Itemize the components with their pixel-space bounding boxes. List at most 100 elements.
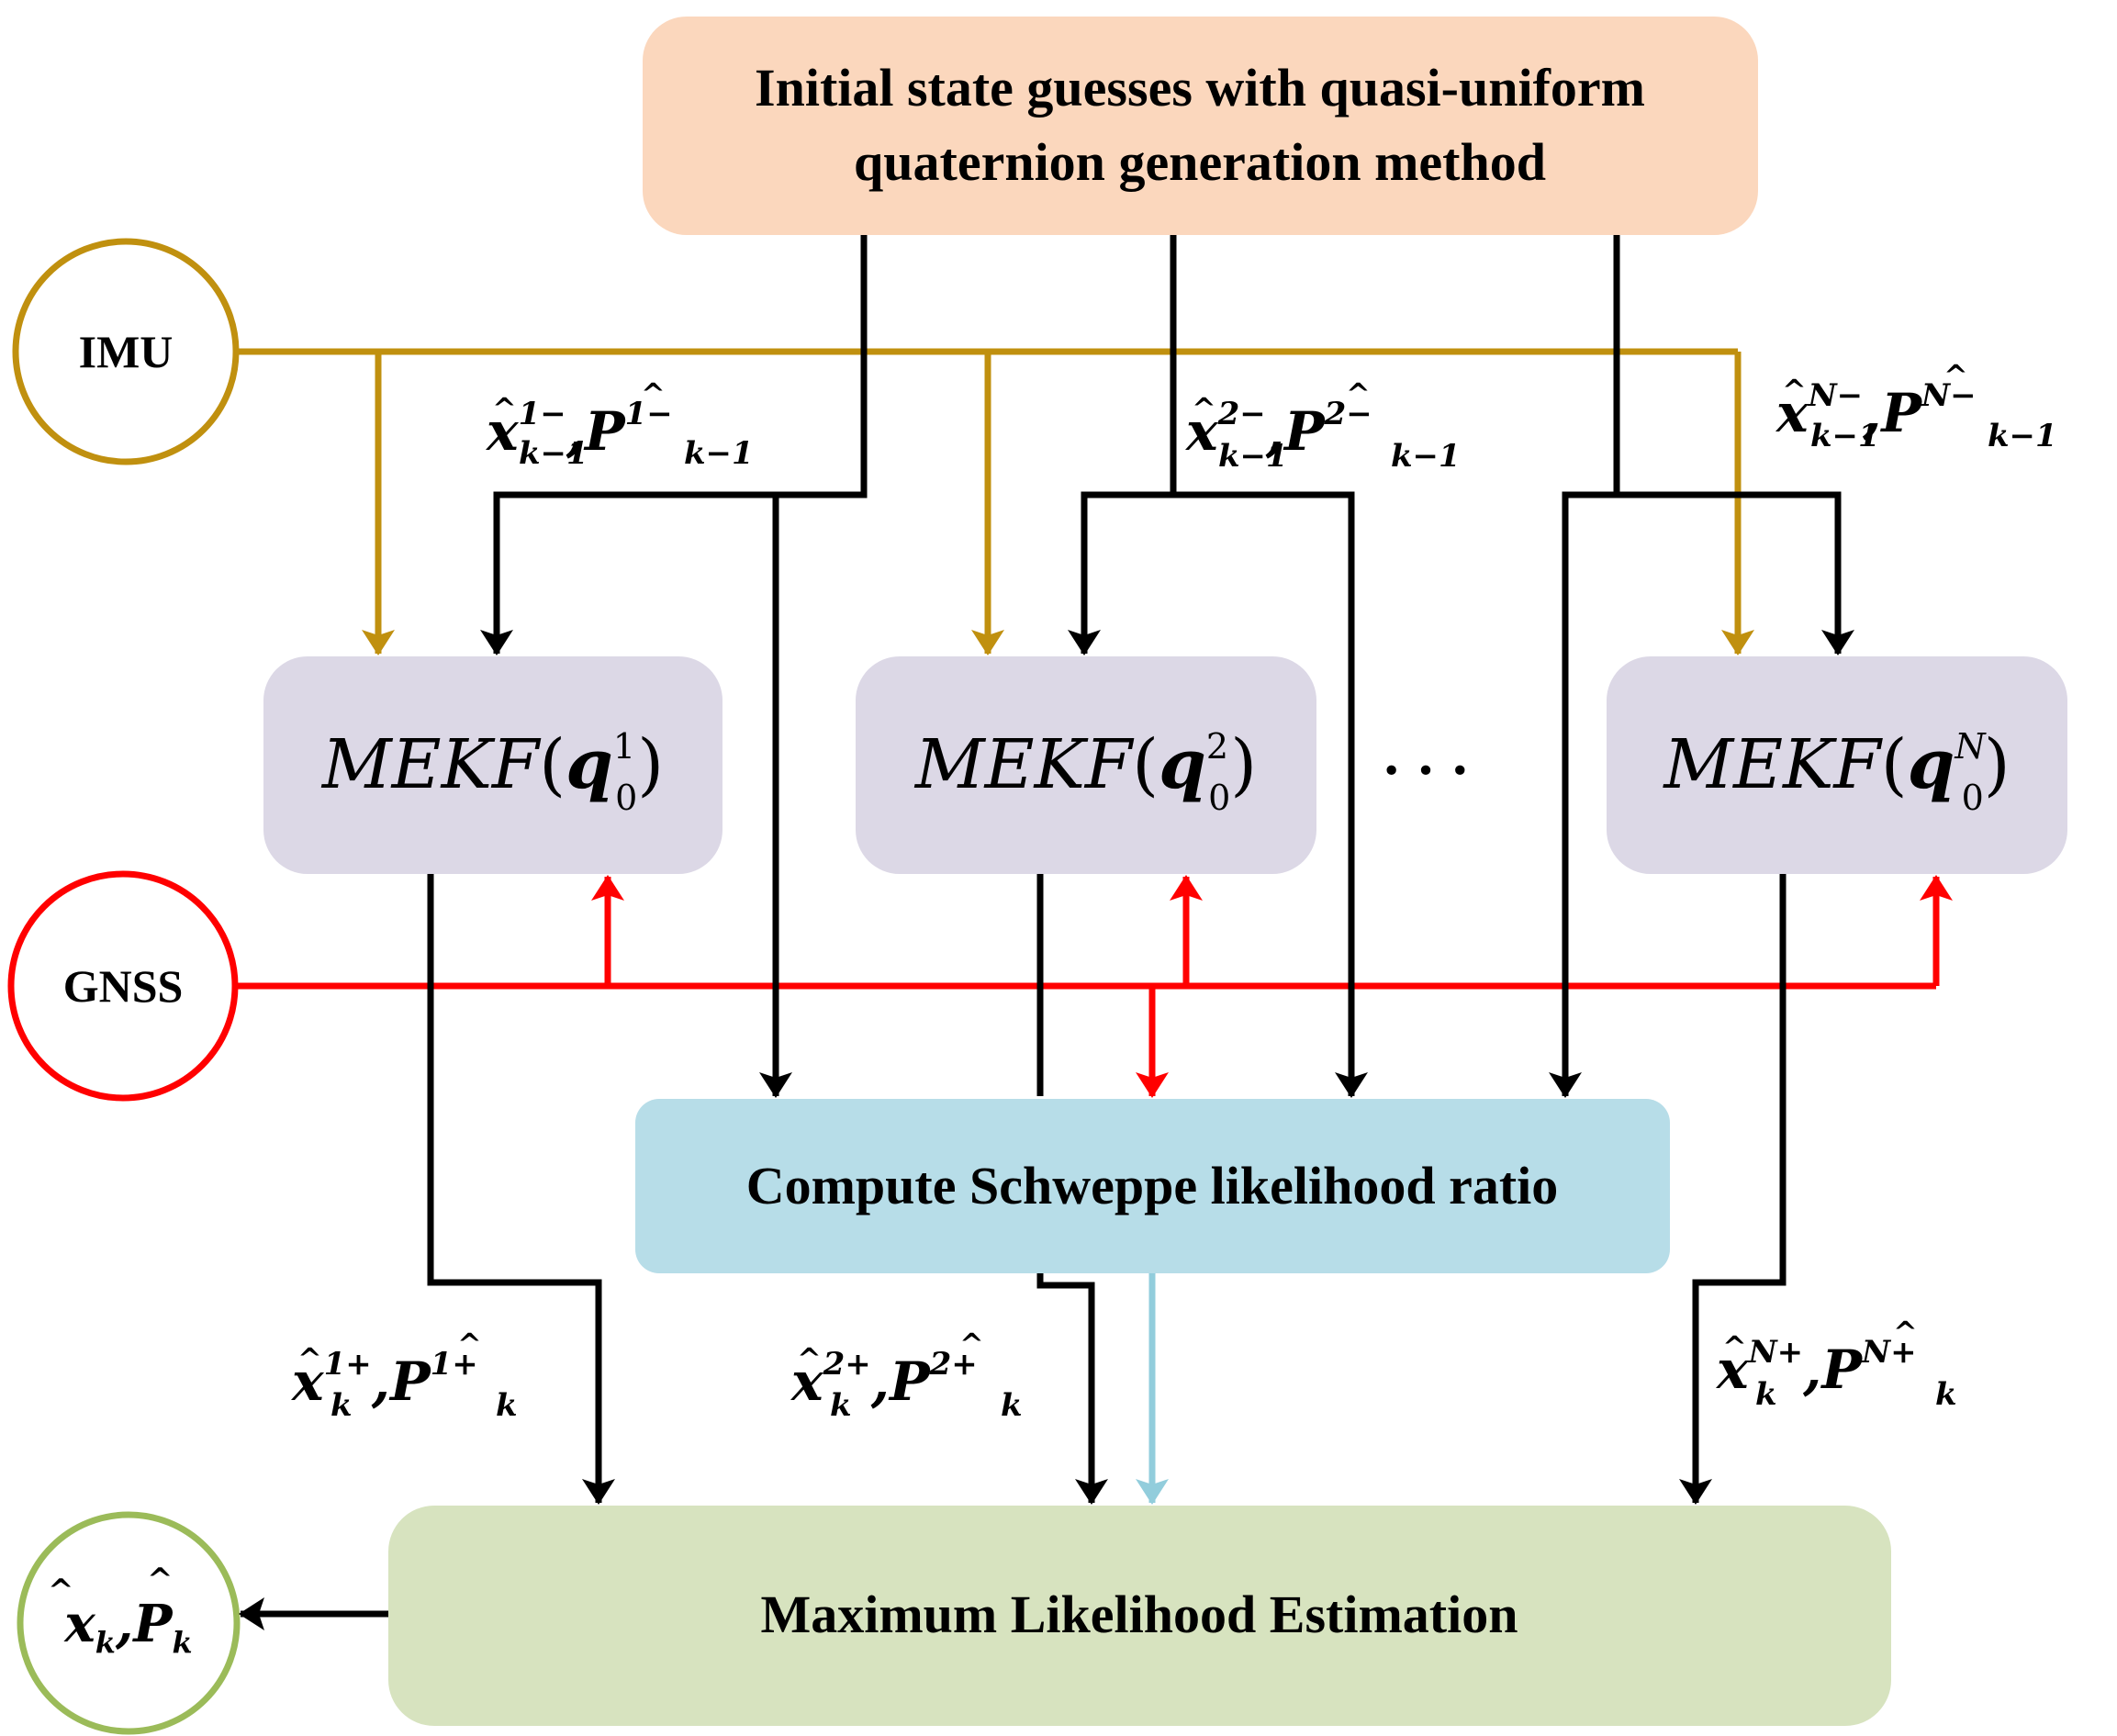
init-box-line1: Initial state guesses with quasi-uniform [755, 58, 1645, 118]
init-box-line2: quaternion generation method [854, 132, 1546, 192]
svg-text:^: ^ [797, 1341, 822, 1376]
posterior-connectors [239, 874, 1787, 1630]
mekf-n-sub: 0 [1962, 778, 1984, 818]
prior-1-p: P [583, 400, 626, 463]
svg-text:xN−,PN−: xN−,PN− [1775, 377, 1977, 444]
svg-text:x1+,P1+: x1+,P1+ [290, 1346, 478, 1413]
prior-1-sub-p: k−1 [684, 435, 754, 472]
post-n-psup: N+ [1861, 1334, 1917, 1371]
schweppe-label: Compute Schweppe likelihood ratio [746, 1156, 1559, 1215]
prior-2-sup: 2− [1217, 396, 1266, 432]
post-2-sub-x: k [830, 1387, 852, 1424]
output-p-sub: k [173, 1625, 193, 1660]
prior-n-psup: N− [1921, 377, 1977, 414]
mekf-2-sup: 2 [1206, 726, 1228, 767]
mekf-1-name: MEKF [320, 725, 542, 804]
post-2-x: x [790, 1350, 824, 1413]
schweppe-box: Compute Schweppe likelihood ratio [635, 1099, 1670, 1273]
mle-label: Maximum Likelihood Estimation [761, 1585, 1518, 1644]
gnss-node: GNSS [7, 870, 239, 1102]
prior-1-sup: 1− [519, 396, 566, 432]
imu-node: IMU [12, 238, 240, 465]
post-1-sub-x: k [330, 1387, 353, 1424]
mekf-2-q: q [1159, 725, 1206, 804]
svg-text:^: ^ [457, 1327, 482, 1361]
prior-1-psup: 1− [625, 396, 673, 432]
gnss-connectors [235, 875, 1953, 1098]
mekf-1-sup: 1 [613, 726, 635, 767]
output-p: P [131, 1594, 174, 1654]
mekf-n-sup: N [1954, 726, 1987, 767]
svg-text:^: ^ [1943, 358, 1968, 393]
mekf-2-sub: 0 [1208, 778, 1230, 818]
post-n-sup: N+ [1748, 1334, 1804, 1371]
svg-text:x2+,P2+: x2+,P2+ [790, 1346, 978, 1413]
post-2-psup: 2+ [929, 1346, 978, 1383]
post-n-x: x [1715, 1338, 1750, 1401]
posterior-label-n: xN+,PN+ k k ^ ^ [1715, 1315, 1957, 1413]
post-1-comma: , [371, 1350, 390, 1413]
mekf-2-name: MEKF [913, 725, 1135, 804]
svg-text:^: ^ [1722, 1329, 1747, 1364]
prior-n-sub-p: k−1 [1988, 418, 2057, 454]
prior-n-sup: N− [1808, 377, 1864, 414]
post-1-p: P [388, 1350, 431, 1413]
post-1-sub-p: k [496, 1387, 518, 1424]
prior-n-p: P [1879, 382, 1922, 444]
post-1-psup: 1+ [431, 1346, 478, 1383]
post-1-sup: 1+ [324, 1346, 372, 1383]
prior-2-x: x [1184, 400, 1219, 463]
post-2-sub-p: k [1001, 1387, 1023, 1424]
prior-1-x: x [485, 400, 520, 463]
mekf-1-q: q [566, 725, 613, 804]
post-n-sub-p: k [1935, 1376, 1957, 1413]
gnss-label: GNSS [63, 960, 184, 1012]
svg-text:^: ^ [297, 1341, 322, 1376]
mekf-1-sub: 0 [615, 778, 637, 818]
prior-connectors [480, 235, 1854, 1098]
post-n-comma: , [1802, 1338, 1821, 1401]
init-box: Initial state guesses with quasi-uniform… [643, 17, 1758, 235]
svg-text:^: ^ [959, 1327, 984, 1361]
posterior-label-1: x1+,P1+ k k ^ ^ [290, 1327, 518, 1424]
output-x-sub: k [95, 1625, 116, 1660]
output-x-hat: ^ [48, 1573, 74, 1609]
prior-1-sub-x: k−1 [519, 435, 588, 472]
imu-label: IMU [79, 326, 174, 377]
prior-label-1: x1−,P1− k−1 k−1 ^ ^ [485, 376, 754, 472]
mekf-n-name: MEKF [1662, 725, 1883, 804]
prior-2-sub-p: k−1 [1391, 438, 1461, 475]
svg-text:xN+,PN+: xN+,PN+ [1715, 1334, 1917, 1401]
svg-text:^: ^ [1782, 373, 1807, 408]
post-2-comma: , [870, 1350, 890, 1413]
prior-label-n: xN−,PN− k−1 k−1 ^ ^ [1775, 358, 2057, 454]
prior-1-comma: , [566, 400, 585, 463]
post-2-sup: 2+ [823, 1346, 871, 1383]
prior-2-sub-x: k−1 [1218, 438, 1288, 475]
output-label: xk,Pk [63, 1594, 192, 1660]
output-node: xk,Pk ^ ^ [17, 1511, 241, 1735]
svg-text:^: ^ [1346, 376, 1371, 411]
prior-n-x: x [1775, 382, 1809, 444]
prior-label-2: x2−,P2− k−1 k−1 ^ ^ [1184, 376, 1461, 475]
output-x: x [63, 1594, 95, 1654]
post-2-p: P [888, 1350, 931, 1413]
output-p-hat: ^ [147, 1562, 174, 1598]
svg-text:^: ^ [492, 391, 517, 426]
prior-2-p: P [1283, 400, 1326, 463]
svg-text:x1−,P1−: x1−,P1− [485, 396, 673, 463]
imu-connectors [236, 348, 1754, 655]
post-1-x: x [290, 1350, 325, 1413]
prior-2-psup: 2− [1324, 396, 1372, 432]
posterior-label-2: x2+,P2+ k k ^ ^ [790, 1327, 1023, 1424]
svg-text:x2−,P2−: x2−,P2− [1184, 396, 1372, 463]
mle-box: Maximum Likelihood Estimation [388, 1506, 1891, 1726]
svg-text:^: ^ [1192, 391, 1216, 426]
